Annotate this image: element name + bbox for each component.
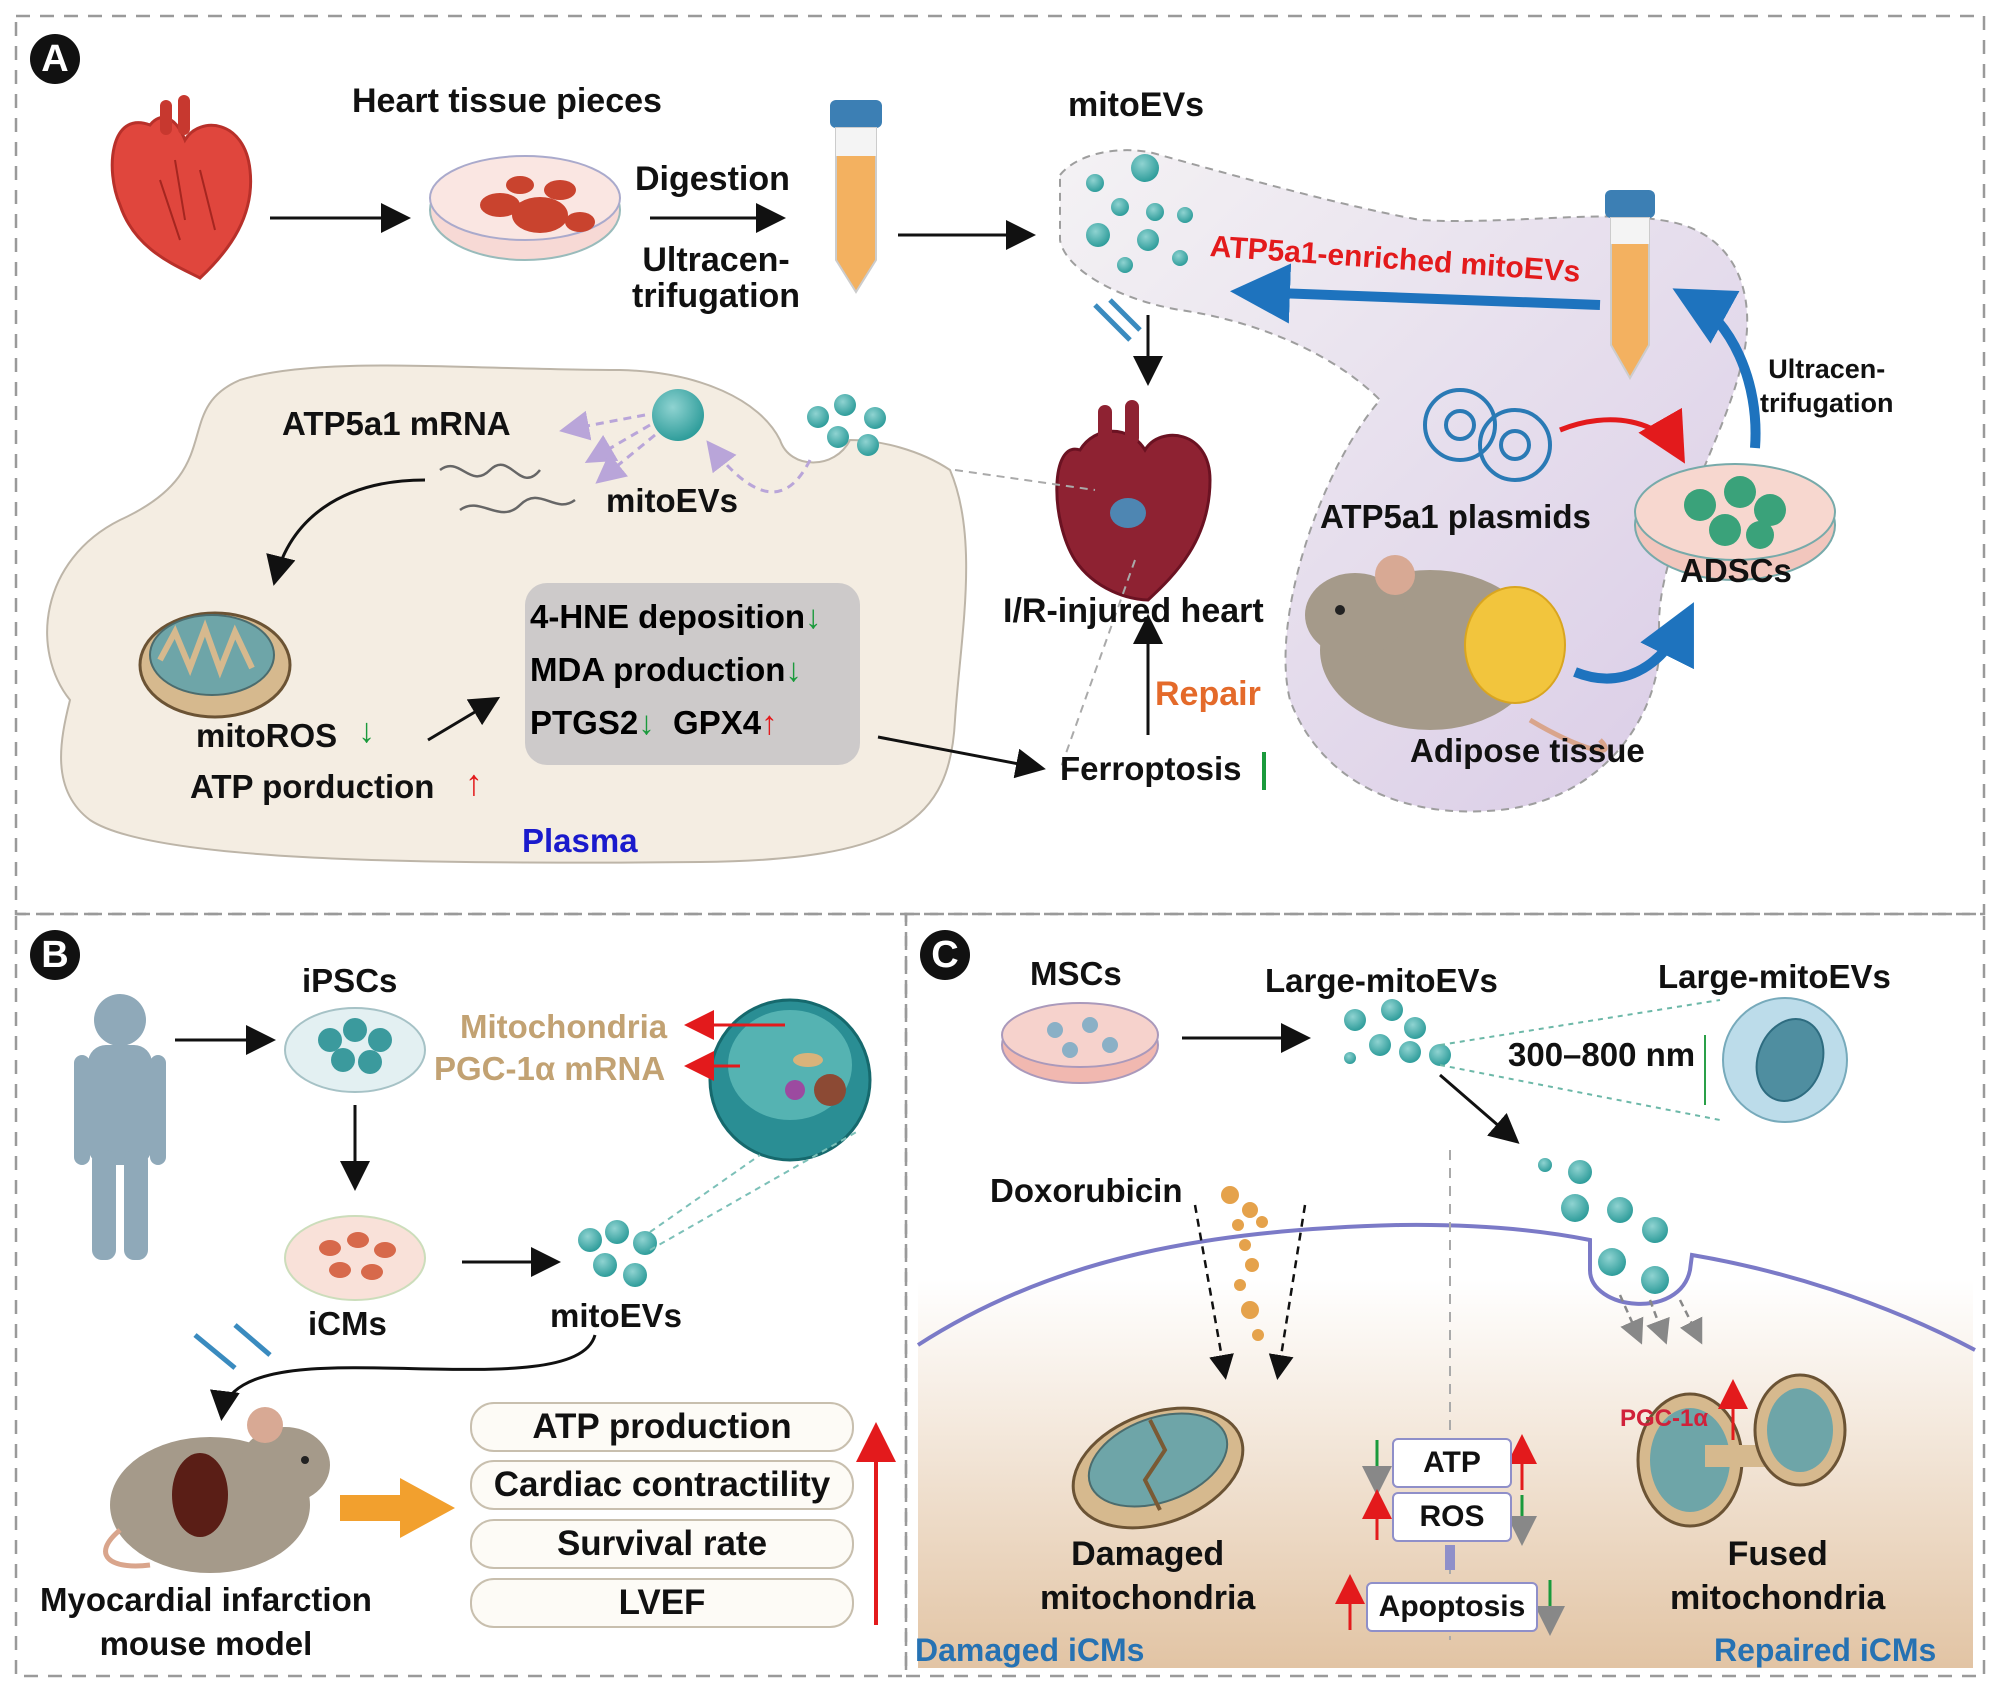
readout-arrows xyxy=(1335,1434,1565,1636)
plasmids-label: ATP5a1 plasmids xyxy=(1320,498,1591,535)
mitoevs-b-label: mitoEVs xyxy=(550,1297,683,1334)
plasmids-icon xyxy=(1423,388,1552,482)
panel-b-badge: B xyxy=(30,930,80,980)
petri-dish-tissue xyxy=(429,155,621,261)
icms-label: iCMs xyxy=(308,1305,387,1342)
readout-ros: ROS xyxy=(1392,1492,1512,1542)
readout-atp: ATP xyxy=(1392,1438,1512,1488)
damaged-icms-label: Damaged iCMs xyxy=(915,1632,1145,1668)
adipose-label: Adipose tissue xyxy=(1410,732,1645,769)
mrna-label: ATP5a1 mRNA xyxy=(282,405,511,442)
cell-mitoevs-label: mitoEVs xyxy=(606,482,739,519)
plasma-label: Plasma xyxy=(522,822,638,859)
adscs-dish xyxy=(1634,463,1836,581)
ev-zoom-illustration xyxy=(708,998,872,1162)
adscs-label: ADSCs xyxy=(1680,552,1792,589)
repair-label: Repair xyxy=(1155,675,1261,713)
mouse-adipose-illustration xyxy=(1305,555,1608,753)
incoming-evs xyxy=(1538,1158,1669,1294)
mscs-dish xyxy=(1001,1002,1159,1084)
mitoros-down-arrow: ↓ xyxy=(358,712,375,750)
fused-mitochondria-icon xyxy=(1636,1373,1847,1528)
marker-ptgs2-gpx4: PTGS2↓ GPX4↑ xyxy=(530,704,778,741)
injured-heart-label: I/R-injured heart xyxy=(1003,592,1264,630)
outcome-survival: Survival rate xyxy=(470,1519,854,1569)
panel-c-badge: C xyxy=(920,930,970,980)
damaged-mito-label: Damaged mitochondria xyxy=(1040,1535,1256,1617)
syringe-icon xyxy=(1093,298,1142,342)
mrna-squiggle xyxy=(439,463,576,514)
ferroptosis-marker-box xyxy=(525,583,860,765)
mitoevs-cluster xyxy=(1086,154,1193,273)
extracellular-evs xyxy=(807,394,886,456)
ultracentrifugation-right-label: Ultracen- trifugation xyxy=(1760,354,1894,418)
panel-borders xyxy=(14,14,1986,1678)
ipscs-dish xyxy=(284,1007,426,1093)
panel-a-badge: A xyxy=(30,34,80,84)
marker-4hne: 4-HNE deposition↓ xyxy=(530,598,822,635)
large-mitoevs-cluster xyxy=(1344,999,1451,1066)
cell-membrane-c xyxy=(916,1222,1976,1352)
injured-heart-illustration xyxy=(1055,400,1212,602)
doxorubicin-label: Doxorubicin xyxy=(990,1172,1183,1209)
outcome-lvef: LVEF xyxy=(470,1578,854,1628)
marker-mda: MDA production↓ xyxy=(530,651,802,688)
mitochondrion-icon xyxy=(138,611,292,719)
mitochondria-label: Mitochondria xyxy=(460,1008,668,1045)
pgc-label: PGC-1α xyxy=(1620,1405,1709,1432)
atp-up-arrow: ↑ xyxy=(465,762,483,803)
mi-mouse-illustration xyxy=(103,1407,330,1573)
human-silhouette xyxy=(74,994,166,1260)
heart-illustration xyxy=(110,95,253,280)
heart-tissue-label: Heart tissue pieces xyxy=(352,82,662,120)
syringe-icon-b xyxy=(193,1323,272,1370)
ferroptosis-down-arrow xyxy=(1262,752,1266,790)
ferroptosis-markers: 4-HNE deposition↓ MDA production↓ PTGS2↓… xyxy=(530,598,860,757)
mitoros-label: mitoROS xyxy=(196,717,338,754)
readout-apoptosis: Apoptosis xyxy=(1366,1582,1538,1632)
mitoevs-cluster-b xyxy=(578,1220,657,1287)
pgc-mrna-label: PGC-1α mRNA xyxy=(434,1050,666,1087)
mi-mouse-label: Myocardial infarction mouse model xyxy=(40,1581,372,1662)
orange-arrow xyxy=(340,1478,455,1538)
digestion-label: Digestion xyxy=(635,160,790,198)
outcome-atp: ATP production xyxy=(470,1402,854,1452)
centrifuge-tube-right xyxy=(1605,190,1655,381)
large-mitoevs-zoom-label: Large-mitoEVs xyxy=(1658,958,1891,995)
repaired-icms-label: Repaired iCMs xyxy=(1714,1632,1937,1668)
doxorubicin-particles xyxy=(1221,1186,1268,1341)
ipscs-label: iPSCs xyxy=(302,962,398,999)
outcome-contractility: Cardiac contractility xyxy=(470,1460,854,1510)
ultracentrifugation-label: Ultracen- trifugation xyxy=(632,241,801,315)
mitoevs-label: mitoEVs xyxy=(1068,86,1205,124)
size-label: 300–800 nm xyxy=(1508,1036,1696,1073)
large-mitoevs-label: Large-mitoEVs xyxy=(1265,962,1498,999)
fused-mito-label: Fused mitochondria xyxy=(1670,1535,1886,1617)
ferroptosis-label: Ferroptosis xyxy=(1060,750,1242,787)
damaged-mitochondrion-icon xyxy=(1071,1406,1245,1530)
centrifuge-tube xyxy=(830,100,882,294)
mscs-label: MSCs xyxy=(1030,955,1122,992)
large-mitoev-zoom xyxy=(1722,997,1848,1123)
icms-dish xyxy=(284,1215,426,1301)
atp-label: ATP porduction xyxy=(190,768,435,805)
